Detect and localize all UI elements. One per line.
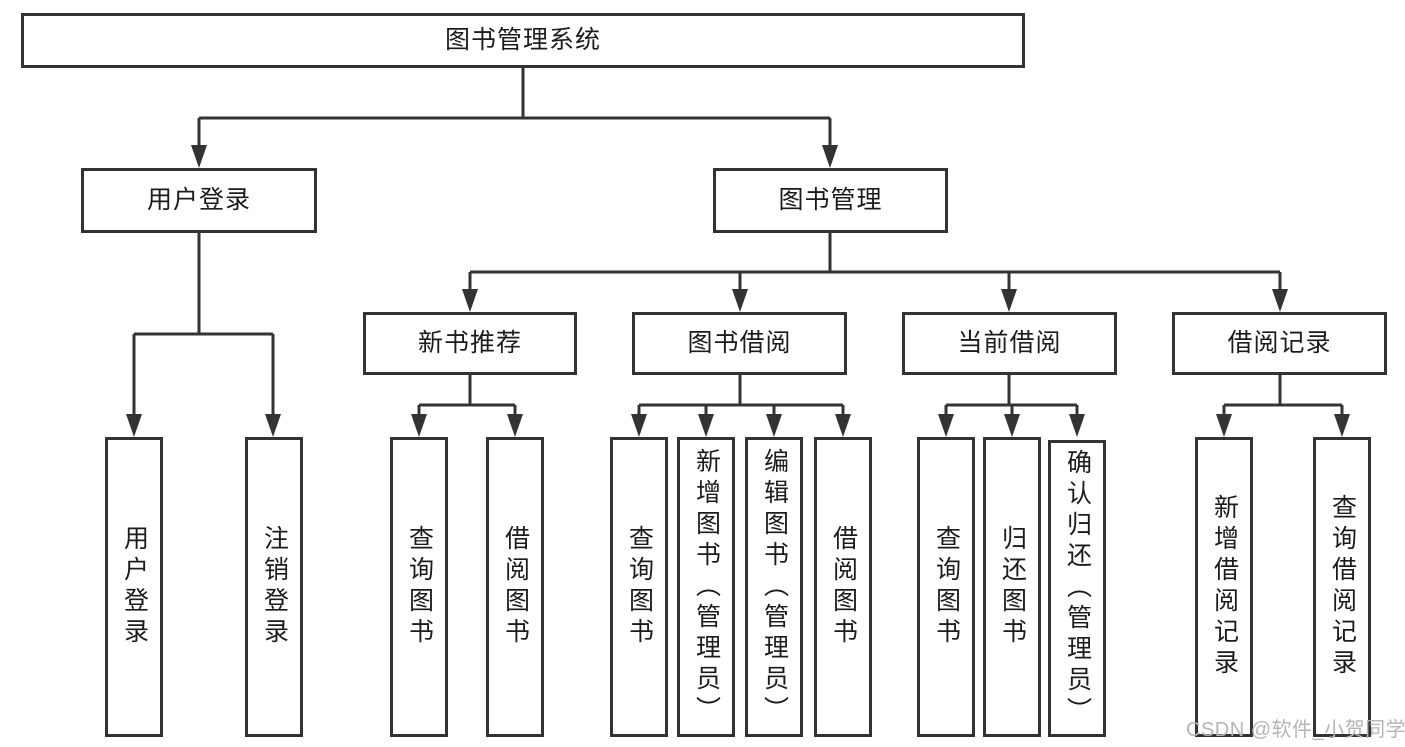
leaf-query-books-borrowing: 查询图书 [610, 437, 668, 737]
csdn-watermark: CSDN @软件_小贺同学 [1186, 719, 1405, 741]
leaf-confirm-return-admin: 确认归还（管理员） [1048, 440, 1106, 737]
leaf-return-book: 归还图书 [983, 437, 1041, 737]
node-new-book-recommend: 新书推荐 [363, 312, 577, 375]
connector-borrowing-records-fork [1216, 375, 1350, 437]
connector-new-book-recommend-fork [411, 375, 523, 437]
leaf-query-books-current: 查询图书 [917, 437, 975, 737]
leaf-query-borrow-record: 查询借阅记录 [1313, 437, 1371, 737]
connector-root-fork [191, 68, 838, 168]
leaf-query-books-recommend: 查询图书 [390, 437, 448, 737]
leaf-borrow-books-recommend: 借阅图书 [486, 437, 544, 737]
connector-book-management-fork [462, 233, 1288, 312]
node-current-borrowing: 当前借阅 [902, 312, 1117, 375]
connector-user-login-fork [126, 233, 281, 437]
root-node: 图书管理系统 [21, 13, 1025, 68]
node-book-borrowing: 图书借阅 [632, 312, 847, 375]
leaf-user-login: 用户登录 [105, 437, 163, 737]
connector-book-borrowing-fork [631, 375, 851, 437]
connector-current-borrowing-fork [938, 375, 1085, 437]
node-user-login: 用户登录 [81, 168, 317, 233]
node-book-management: 图书管理 [713, 168, 948, 233]
leaf-logout: 注销登录 [245, 437, 303, 737]
leaf-add-book-admin: 新增图书（管理员） [677, 437, 735, 737]
leaf-borrow-books-borrowing: 借阅图书 [814, 437, 872, 737]
leaf-add-borrow-record: 新增借阅记录 [1195, 437, 1253, 737]
leaf-edit-book-admin: 编辑图书（管理员） [745, 437, 803, 737]
node-borrowing-records: 借阅记录 [1172, 312, 1387, 375]
